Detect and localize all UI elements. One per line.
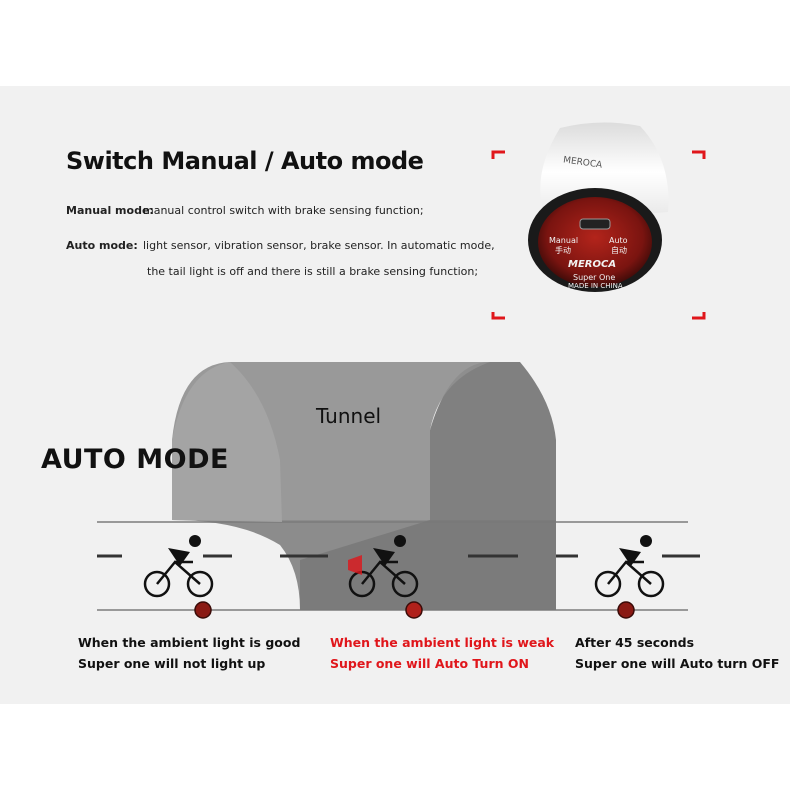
tail-light-beam [348, 555, 362, 575]
light-indicator-2 [405, 601, 423, 619]
caption-weak-light-line2: Super one will Auto Turn ON [330, 656, 529, 671]
auto-mode-description-line1: light sensor, vibration sensor, brake se… [143, 239, 495, 252]
focus-brackets [491, 150, 706, 320]
product-manual-cn-label: 手动 [555, 246, 571, 255]
caption-weak-light-line1: When the ambient light is weak [330, 635, 555, 650]
caption-weak-light: When the ambient light is weak Super one… [330, 632, 554, 674]
manual-mode-label: Manual mode: [66, 204, 154, 217]
product-model: Super One [573, 273, 616, 282]
product-auto-cn-label: 自动 [611, 246, 627, 255]
caption-good-light: When the ambient light is good Super one… [78, 632, 300, 674]
product-manual-label: Manual [549, 236, 579, 245]
tunnel-label: Tunnel [316, 404, 382, 428]
light-indicator-1 [194, 601, 212, 619]
auto-mode-title: AUTO MODE [41, 444, 229, 475]
product-brand-logo: MEROCA [568, 259, 617, 270]
caption-good-light-line2: Super one will not light up [78, 656, 266, 671]
caption-good-light-line1: When the ambient light is good [78, 635, 301, 650]
auto-mode-label: Auto mode: [66, 239, 138, 252]
cyclist-1 [143, 535, 214, 598]
product-origin: MADE IN CHINA [568, 282, 623, 290]
light-indicator-3 [617, 601, 635, 619]
caption-after-45-seconds-line1: After 45 seconds [575, 635, 695, 650]
product-auto-label: Auto [609, 236, 628, 245]
caption-after-45-seconds-line2: Super one will Auto turn OFF [575, 656, 780, 671]
cyclist-3 [594, 535, 665, 598]
auto-mode-description-line2: the tail light is off and there is still… [147, 265, 479, 278]
tunnel-entrance-arch [172, 362, 282, 522]
tunnel-floor [172, 520, 556, 610]
page-title: Switch Manual / Auto mode [66, 147, 424, 175]
cyclist-2 [348, 535, 419, 598]
manual-mode-description: manual control switch with brake sensing… [143, 204, 424, 217]
caption-after-45-seconds: After 45 seconds Super one will Auto tur… [575, 632, 779, 674]
